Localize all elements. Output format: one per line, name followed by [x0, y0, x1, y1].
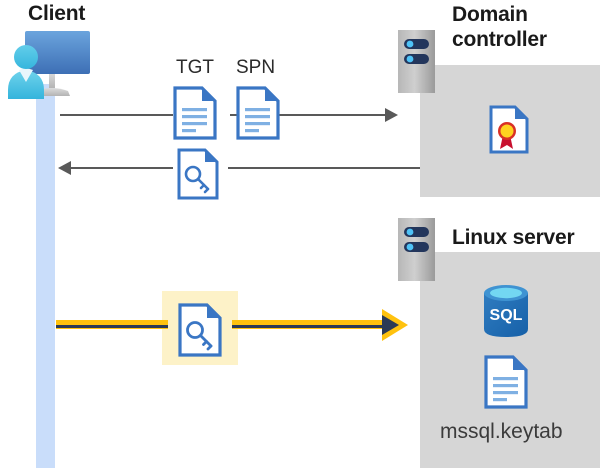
- domain-controller-server-icon: [398, 30, 435, 93]
- linux-server-title: Linux server: [452, 226, 575, 249]
- client-lifeline: [36, 84, 55, 468]
- user-at-computer-icon: [4, 27, 100, 105]
- ticket-arrowhead-core-icon: [382, 315, 399, 335]
- keytab-document-icon: [484, 355, 528, 409]
- domain-controller-title-line2: controller: [452, 28, 547, 51]
- key-document-icon: [177, 148, 219, 200]
- linux-server-icon: [398, 218, 435, 281]
- certificate-document-icon: [489, 105, 529, 154]
- request-line-right: [230, 114, 385, 116]
- response-arrowhead-icon: [58, 161, 71, 175]
- tgt-label: TGT: [176, 57, 214, 78]
- svg-text:SQL: SQL: [490, 307, 523, 324]
- domain-controller-title: Domain controller: [452, 2, 597, 52]
- client-title: Client: [28, 2, 86, 25]
- ticket-flow-line-right: [232, 320, 384, 329]
- tgt-document-icon: [173, 86, 217, 140]
- ticket-key-document-icon: [178, 303, 222, 357]
- sql-database-icon: SQL: [481, 283, 531, 339]
- domain-controller-title-line1: Domain: [452, 3, 528, 26]
- keytab-file-label: mssql.keytab: [440, 420, 563, 443]
- spn-document-icon: [236, 86, 280, 140]
- spn-label: SPN: [236, 57, 276, 78]
- request-line-left: [60, 114, 173, 116]
- response-line-left: [68, 167, 173, 169]
- request-arrowhead-icon: [385, 108, 398, 122]
- response-line-right: [228, 167, 420, 169]
- ticket-flow-line-left: [56, 320, 168, 329]
